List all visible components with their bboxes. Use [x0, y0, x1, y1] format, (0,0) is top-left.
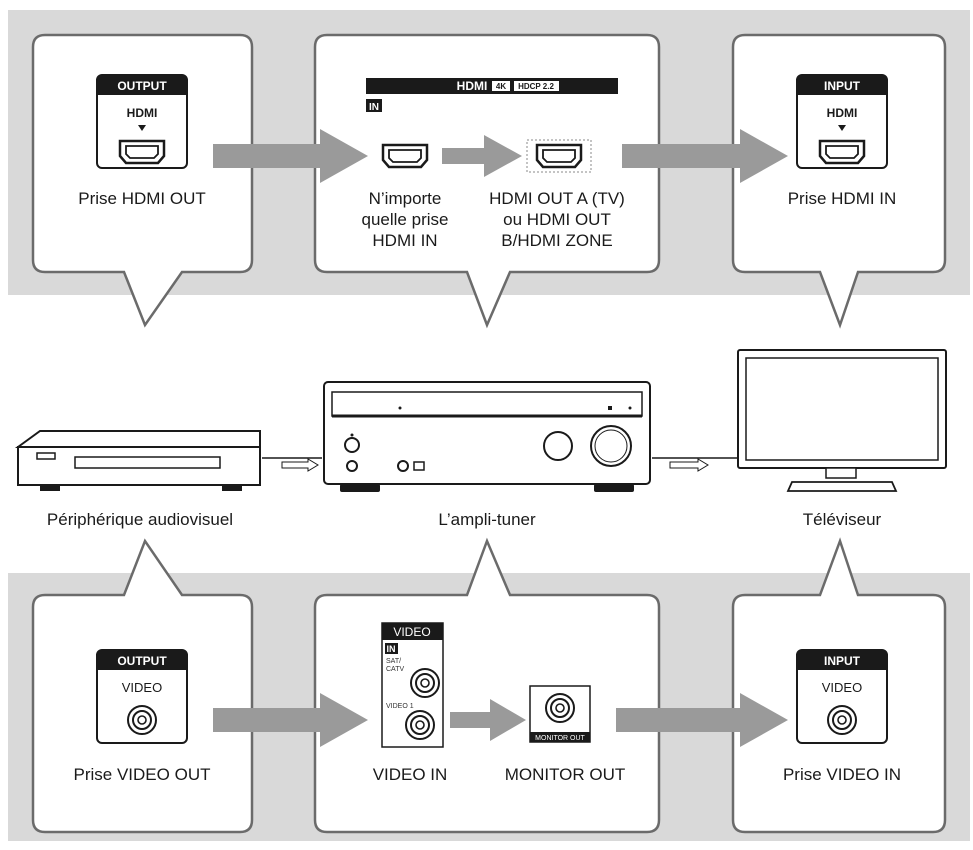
receiver-hdmi-bar-label: HDMI: [457, 79, 488, 93]
video-panel-title: VIDEO: [393, 625, 430, 639]
receiver-in-label-2: quelle prise: [362, 210, 449, 229]
receiver-out-label-3: B/HDMI ZONE: [501, 231, 612, 250]
receiver-out-label-2: ou HDMI OUT: [503, 210, 611, 229]
callout-top-receiver: [313, 33, 661, 329]
hdmi-output-panel: OUTPUT HDMI: [96, 74, 188, 169]
receiver-video-panel: VIDEO IN SAT/ CATV VIDEO 1: [381, 622, 444, 748]
source-port-label: Prise HDMI OUT: [78, 189, 206, 208]
sat-label-1: SAT/: [386, 658, 401, 665]
port-type-label: HDMI: [827, 106, 858, 120]
video1-label: VIDEO 1: [386, 703, 414, 710]
hdmi-port-icon: [118, 139, 166, 165]
receiver-video-in-label: VIDEO IN: [373, 765, 448, 784]
port-type-label: VIDEO: [122, 680, 162, 695]
port-type-label: VIDEO: [822, 680, 862, 695]
hdmi-input-panel: INPUT HDMI: [796, 74, 888, 169]
monitor-out-tag: MONITOR OUT: [535, 735, 585, 742]
av-device-icon: [14, 430, 261, 491]
receiver-device-icon: [323, 381, 651, 492]
tv-port-label: Prise HDMI IN: [788, 189, 897, 208]
cable-arrow-2: [669, 458, 709, 472]
receiver-in-label-3: HDMI IN: [372, 231, 437, 250]
arrow-top-3: [622, 129, 788, 183]
callout-top-source: [31, 33, 254, 328]
rca-jack-icon: [827, 705, 857, 735]
receiver-hdmi-out-icon: [535, 143, 583, 169]
sat-label-2: CATV: [386, 666, 404, 673]
device-tv-label: Téléviseur: [803, 510, 882, 529]
receiver-in-tag: IN: [369, 102, 379, 113]
arrow-top-1: [213, 129, 368, 183]
hdmi-port-icon: [818, 139, 866, 165]
input-badge: INPUT: [824, 654, 861, 668]
video-in-tag: IN: [387, 644, 396, 654]
input-badge: INPUT: [824, 79, 861, 93]
rca-jack-video1-icon: [405, 710, 435, 740]
arrow-bottom-2: [450, 699, 526, 741]
output-badge: OUTPUT: [117, 79, 167, 93]
rca-jack-icon: [127, 705, 157, 735]
arrow-bottom-3: [616, 693, 788, 747]
receiver-monitor-out-label: MONITOR OUT: [505, 765, 626, 784]
cable-arrow-1: [281, 458, 319, 472]
video-output-panel: OUTPUT VIDEO: [96, 649, 188, 744]
callout-bottom-receiver: [313, 537, 661, 834]
monitor-out-panel: MONITOR OUT: [529, 685, 591, 743]
device-receiver-label: L’ampli-tuner: [438, 510, 536, 529]
rca-jack-monitor-icon: [545, 693, 575, 723]
callout-top-tv: [731, 33, 947, 329]
output-badge: OUTPUT: [117, 654, 167, 668]
video-input-panel: INPUT VIDEO: [796, 649, 888, 744]
arrow-bottom-1: [213, 693, 368, 747]
receiver-hdcp-tag: HDCP 2.2: [518, 82, 554, 91]
receiver-in-label-1: N’importe: [369, 189, 442, 208]
source-video-port-label: Prise VIDEO OUT: [74, 765, 211, 784]
device-source-label: Périphérique audiovisuel: [47, 510, 233, 529]
rca-jack-sat-icon: [410, 668, 440, 698]
port-type-label: HDMI: [127, 106, 158, 120]
tv-device-icon: [737, 349, 947, 492]
receiver-4k-tag: 4K: [496, 82, 506, 91]
receiver-hdmi-in-icon: [381, 143, 429, 169]
arrow-top-2: [442, 135, 522, 177]
tv-video-port-label: Prise VIDEO IN: [783, 765, 901, 784]
receiver-out-label-1: HDMI OUT A (TV): [489, 189, 625, 208]
